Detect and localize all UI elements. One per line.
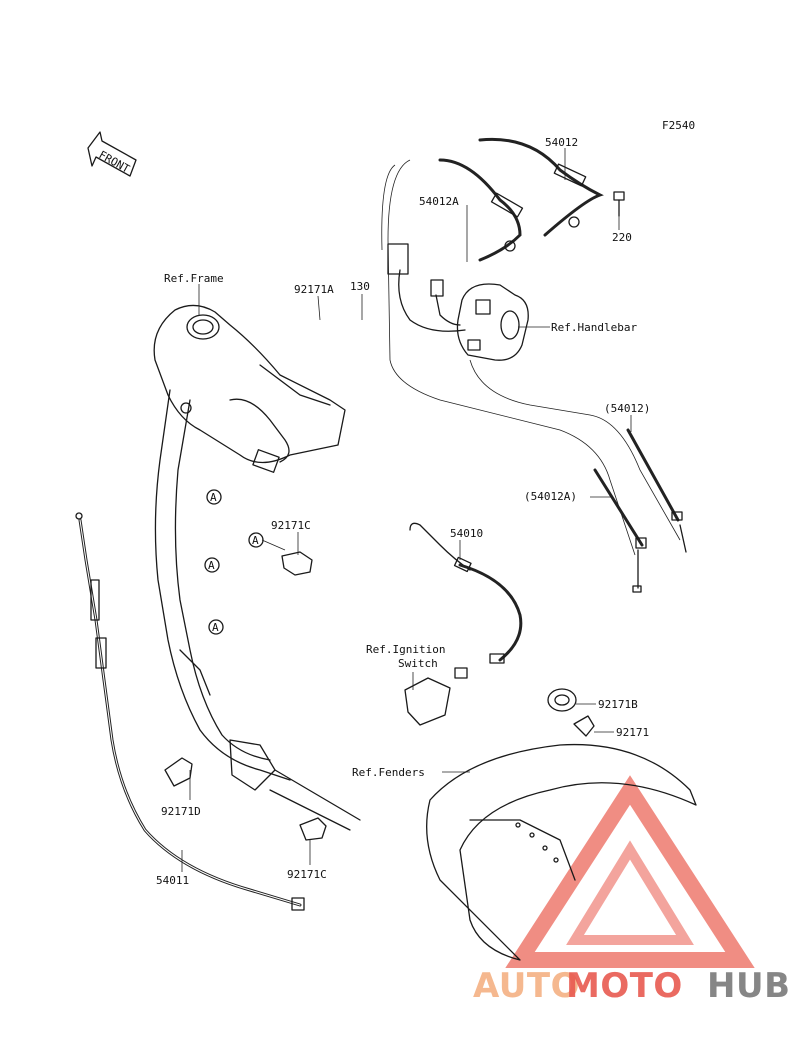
- svg-text:A: A: [252, 534, 259, 547]
- clamp-92171d-icon: [164, 757, 193, 787]
- label-54012a-paren: (54012A): [524, 490, 577, 503]
- label-ref-frame: Ref.Frame: [164, 272, 224, 285]
- ignition-cable-54010: [409, 522, 523, 664]
- label-92171: 92171: [616, 726, 649, 739]
- frame-icon: [153, 304, 361, 831]
- watermark-part-1: AUTO: [473, 966, 580, 1006]
- label-ref-fenders: Ref.Fenders: [352, 766, 425, 779]
- label-ref-handlebar: Ref.Handlebar: [551, 321, 637, 334]
- label-ref-ignition-1: Ref.Ignition: [366, 643, 445, 656]
- svg-text:A: A: [208, 559, 215, 572]
- bolt-220-icon: [613, 191, 625, 217]
- ref-marker-a-2: A: [204, 557, 220, 573]
- label-92171c-top: 92171C: [271, 519, 311, 532]
- clamp-92171-icon: [573, 715, 595, 737]
- watermark-text: AUTO MOTO HUB: [473, 966, 790, 1006]
- ref-marker-a-3: A: [208, 619, 224, 635]
- svg-text:A: A: [210, 491, 217, 504]
- clamp-92171c-lower-icon: [299, 817, 327, 841]
- ref-marker-a-4: A: [248, 532, 264, 548]
- watermark-part-2: MOTO: [566, 966, 683, 1006]
- wiring-harness: [387, 243, 466, 332]
- label-130: 130: [350, 280, 370, 293]
- ignition-switch-bracket-icon: [404, 667, 468, 726]
- label-54010: 54010: [450, 527, 483, 540]
- throttle-cable-upper: [438, 137, 604, 262]
- handlebar-switch-icon: [456, 283, 529, 361]
- svg-text:A: A: [212, 621, 219, 634]
- clamp-92171c-upper-icon: [281, 551, 313, 576]
- watermark-logo-icon: [505, 775, 755, 968]
- front-arrow-icon: FRONT: [87, 131, 137, 177]
- label-ref-ignition-2: Switch: [398, 657, 438, 670]
- watermark-part-3: HUB: [707, 966, 790, 1006]
- ref-marker-a-1: A: [206, 489, 222, 505]
- label-220: 220: [612, 231, 632, 244]
- clutch-cable-54011: [75, 512, 305, 911]
- label-54012: 54012: [545, 136, 578, 149]
- label-54012a: 54012A: [419, 195, 459, 208]
- label-92171d: 92171D: [161, 805, 201, 818]
- clamp-92171b-icon: [547, 688, 577, 712]
- throttle-cable-lower: [593, 428, 687, 593]
- label-54012-paren: (54012): [604, 402, 650, 415]
- diagram-code: F2540: [662, 119, 695, 132]
- label-92171b: 92171B: [598, 698, 638, 711]
- label-92171a: 92171A: [294, 283, 334, 296]
- label-92171c-bottom: 92171C: [287, 868, 327, 881]
- label-54011: 54011: [156, 874, 189, 887]
- front-label: FRONT: [97, 148, 133, 176]
- fender-icon: [426, 743, 697, 961]
